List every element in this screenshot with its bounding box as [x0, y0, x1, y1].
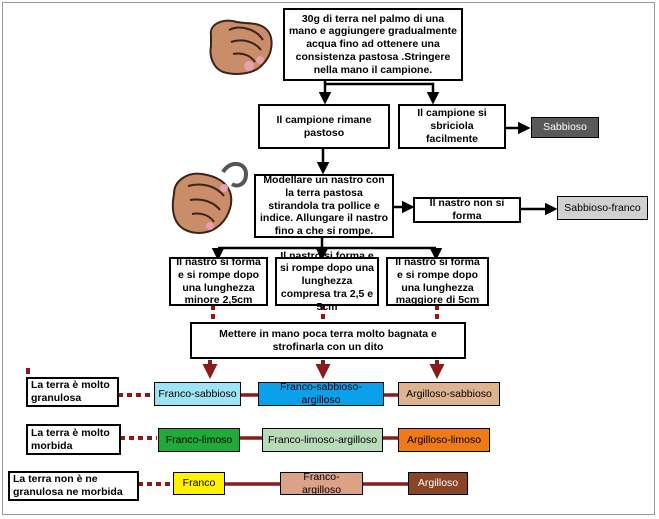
step-compresa-text: Il nastro si forma e si rompe dopo una l…: [280, 249, 374, 313]
result-franco-sabbioso-argilloso-text: Franco-sabbioso-argilloso: [280, 381, 362, 406]
step-pastoso: Il campione rimane pastoso: [258, 104, 390, 149]
step-nastro-text: Modellare un nastro con la terra pastosa…: [260, 174, 388, 238]
result-sabbioso: Sabbioso: [531, 117, 599, 138]
result-argilloso-limoso-text: Argilloso-limoso: [406, 433, 482, 446]
result-franco-limoso: Franco-limoso: [158, 428, 240, 452]
step-nastro: Modellare un nastro con la terra pastosa…: [254, 174, 394, 238]
condition-granulosa: La terra è molto granulosa: [26, 377, 119, 407]
condition-neither: La terra non è ne granulosa ne morbida: [8, 471, 139, 501]
step-no-nastro-text: Il nastro non si forma: [429, 197, 505, 222]
result-argilloso-limoso: Argilloso-limoso: [398, 428, 490, 452]
result-argilloso-sabbioso: Argilloso-sabbioso: [398, 382, 500, 406]
result-sabbioso-franco: Sabbioso-franco: [557, 196, 648, 220]
condition-granulosa-text: La terra è molto granulosa: [31, 379, 110, 404]
step-sbriciola-text: Il campione si sbriciola facilmente: [417, 107, 487, 145]
step-maggiore-text: Il nastro si forma e si rompe dopo una l…: [395, 255, 480, 307]
step-maggiore: Il nastro si forma e si rompe dopo una l…: [386, 255, 489, 307]
step-sbriciola: Il campione si sbriciola facilmente: [398, 104, 506, 149]
step-start-text: 30g di terra nel palmo di una mano e agg…: [288, 12, 458, 76]
step-no-nastro: Il nastro non si forma: [413, 197, 521, 223]
result-argilloso-sabbioso-text: Argilloso-sabbioso: [406, 387, 492, 400]
condition-neither-text: La terra non è ne granulosa ne morbida: [13, 473, 123, 498]
result-sabbioso-franco-text: Sabbioso-franco: [564, 201, 641, 214]
result-franco-sabbioso-argilloso: Franco-sabbioso-argilloso: [258, 381, 384, 406]
step-bagnata: Mettere in mano poca terra molto bagnata…: [190, 322, 466, 359]
result-franco-sabbioso-text: Franco-sabbioso: [158, 387, 237, 400]
step-start: 30g di terra nel palmo di una mano e agg…: [283, 8, 463, 81]
result-franco: Franco: [173, 472, 225, 495]
result-franco-limoso-argilloso: Franco-limoso-argilloso: [262, 428, 383, 452]
condition-morbida: La terra è molto morbida: [26, 424, 121, 455]
result-argilloso-text: Argilloso: [417, 477, 459, 490]
result-franco-limoso-text: Franco-limoso: [165, 433, 233, 446]
result-franco-argilloso-text: Franco-argilloso: [301, 470, 342, 496]
result-argilloso: Argilloso: [408, 472, 468, 495]
result-franco-argilloso: Franco-argilloso: [280, 470, 363, 496]
step-minore: Il nastro si forma e si rompe dopo una l…: [169, 255, 268, 307]
result-sabbioso-text: Sabbioso: [543, 121, 587, 134]
result-franco-sabbioso: Franco-sabbioso: [154, 382, 241, 406]
step-compresa: Il nastro si forma e si rompe dopo una l…: [275, 250, 379, 313]
step-minore-text: Il nastro si forma e si rompe dopo una l…: [176, 255, 261, 307]
result-franco-text: Franco: [182, 477, 216, 490]
arrow-start-to-sbriciola: [325, 82, 440, 105]
diagram-frame: [2, 2, 655, 515]
result-franco-limoso-argilloso-text: Franco-limoso-argilloso: [267, 433, 378, 446]
hand-squeeze-icon: [209, 19, 273, 75]
step-pastoso-text: Il campione rimane pastoso: [276, 113, 372, 139]
step-bagnata-text: Mettere in mano poca terra molto bagnata…: [219, 327, 437, 353]
hand-pinch-icon: [171, 162, 249, 234]
condition-morbida-text: La terra è molto morbida: [31, 426, 110, 452]
